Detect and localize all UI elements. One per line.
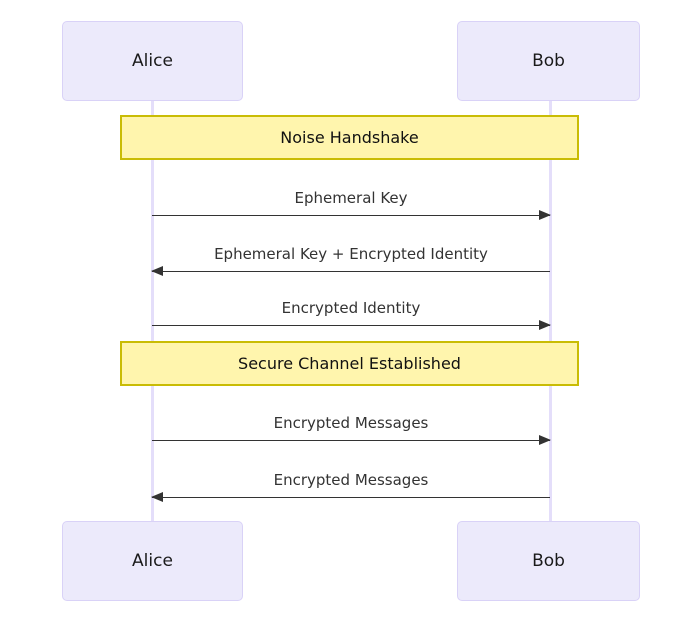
- arrowhead-right-icon: [539, 320, 551, 330]
- actor-box-bob-top[interactable]: Bob: [457, 21, 640, 101]
- message-label-encrypted-identity: Encrypted Identity: [281, 299, 421, 317]
- message-line: [152, 440, 550, 441]
- note-secure-channel[interactable]: Secure Channel Established: [120, 341, 579, 386]
- actor-box-bob-bottom[interactable]: Bob: [457, 521, 640, 601]
- arrowhead-left-icon: [151, 266, 163, 276]
- arrowhead-left-icon: [151, 492, 163, 502]
- note-noise-handshake-label: Noise Handshake: [280, 127, 419, 147]
- message-line: [152, 497, 550, 498]
- message-line: [152, 271, 550, 272]
- lifeline-bob: [549, 101, 552, 521]
- arrowhead-right-icon: [539, 210, 551, 220]
- actor-label-alice-top: Alice: [132, 50, 173, 71]
- actor-label-alice-bottom: Alice: [132, 550, 173, 571]
- lifeline-alice: [151, 101, 154, 521]
- message-label-encrypted-messages-in: Encrypted Messages: [273, 471, 429, 489]
- message-line: [152, 215, 550, 216]
- actor-box-alice-top[interactable]: Alice: [62, 21, 243, 101]
- actor-label-bob-top: Bob: [532, 50, 565, 71]
- message-label-ephemeral-key: Ephemeral Key: [294, 189, 408, 207]
- message-label-encrypted-messages-out: Encrypted Messages: [273, 414, 429, 432]
- actor-box-alice-bottom[interactable]: Alice: [62, 521, 243, 601]
- message-label-ephemeral-key-encrypted-identity: Ephemeral Key + Encrypted Identity: [214, 245, 488, 263]
- note-secure-channel-label: Secure Channel Established: [238, 353, 461, 373]
- actor-label-bob-bottom: Bob: [532, 550, 565, 571]
- message-line: [152, 325, 550, 326]
- arrowhead-right-icon: [539, 435, 551, 445]
- note-noise-handshake[interactable]: Noise Handshake: [120, 115, 579, 160]
